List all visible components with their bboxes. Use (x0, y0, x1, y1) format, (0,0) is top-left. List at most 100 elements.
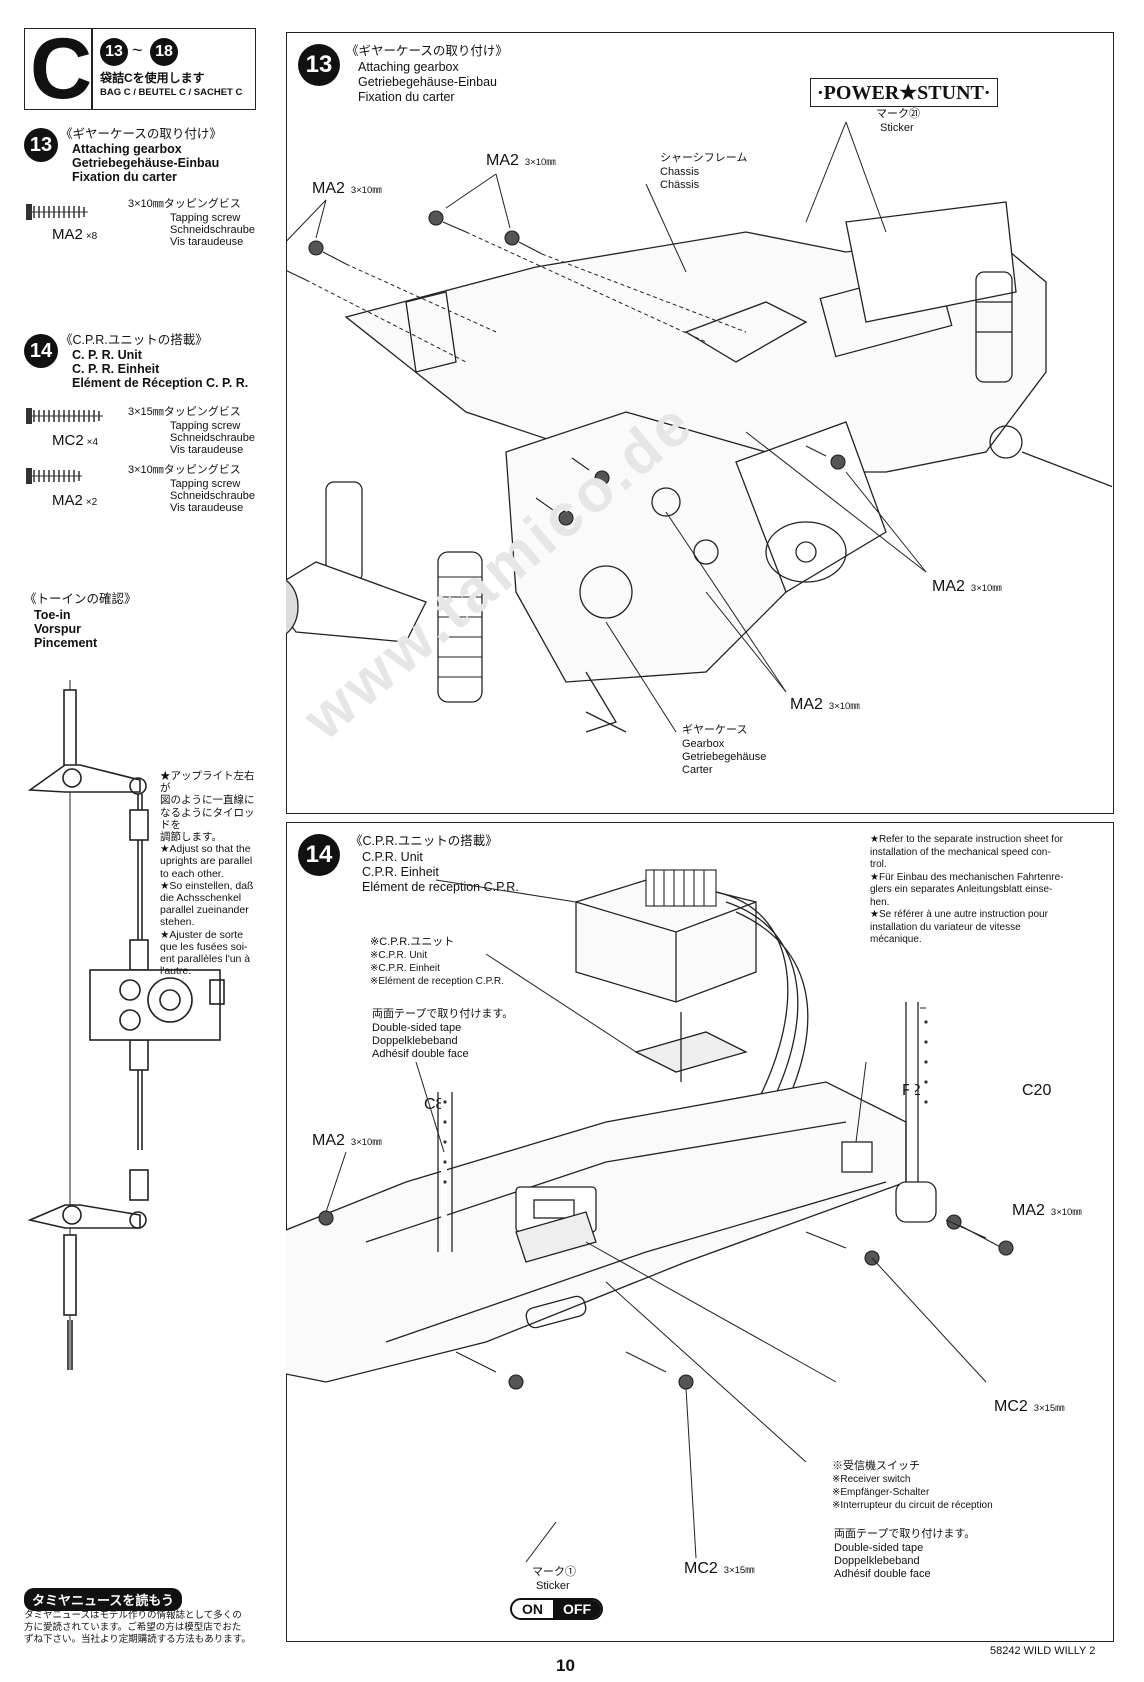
note-line: trol. (870, 859, 887, 870)
c8-label: C8 (424, 1096, 445, 1113)
step14-fr: Elément de Réception C. P. R. (72, 376, 249, 390)
ma2b-label: MA2×2 (52, 492, 98, 509)
sticker21-jp: マーク㉑ (876, 108, 920, 120)
ma2b-de: Schneidschraube (170, 490, 256, 502)
note-line: mécanique. (870, 934, 922, 945)
step13-badge: 13 (298, 44, 340, 86)
toein-note-line: que les fusées soi- (160, 940, 248, 953)
bag-jp: 袋詰Cを使用します (100, 71, 205, 85)
toein-notes: ★アップライト左右が 図のように一直線に なるようにタイロッドを 調節します。 … (160, 770, 260, 977)
note-line: ★Se référer à une autre instruction pour (870, 909, 1048, 920)
step14-badge-left: 14 (24, 334, 58, 368)
panel14-fr: Elément de reception C.P.R. (362, 880, 519, 894)
step-from-badge: 13 (100, 38, 128, 66)
news-title: タミヤニュースを読もう (24, 1588, 182, 1611)
gearbox-jp: ギヤーケース (682, 724, 748, 736)
toein-note-line: die Achsschenkel (160, 892, 242, 905)
ma2-en: Tapping screw (170, 212, 241, 224)
toein-en: Toe-in (34, 608, 71, 622)
section-letter: C (30, 21, 93, 117)
cpr-jp: ※C.P.R.ユニット (370, 936, 455, 948)
step13-badge-left: 13 (24, 128, 58, 162)
toein-diagram (27, 680, 225, 1370)
sticker21-en: Sticker (880, 122, 914, 134)
note-line: installation du variateur de vitesse (870, 921, 1021, 933)
mc2-label: MC2×4 (52, 432, 99, 449)
step13-de: Getriebegehäuse-Einbau (72, 156, 220, 170)
toein-note-line: なるようにタイロッドを (160, 806, 255, 831)
panel13-frame (286, 32, 1114, 814)
cpr-assembly-illustration (286, 869, 1014, 1563)
chassis-en: Chassis (660, 166, 700, 178)
note-line: glers ein separates Anleitungsblatt eins… (870, 884, 1053, 895)
gearbox-de: Getriebegehäuse (682, 751, 767, 763)
product-code: 58242 WILD WILLY 2 (990, 1645, 1096, 1657)
toein-note-line: ent parallèles l'un à (160, 953, 251, 966)
power-stunt-logo: ·POWER★STUNT· (810, 78, 998, 107)
tape2-jp: 両面テープで取り付けます。 (834, 1528, 976, 1540)
tape2-en: Double-sided tape (834, 1542, 924, 1554)
tape-jp: 両面テープで取り付けます。 (372, 1008, 514, 1020)
mc2-de: Schneidschraube (170, 432, 256, 444)
switch-en: ※Receiver switch (832, 1474, 911, 1485)
panel13-jp: 《ギヤーケースの取り付け》 (346, 44, 508, 58)
ma2b-en: Tapping screw (170, 478, 241, 490)
toein-note-line: l'autre. (160, 965, 192, 978)
toein-note-line: 図のように一直線に (160, 794, 255, 807)
note-line: ★Für Einbau des mechanischen Fahrtenre- (870, 871, 1064, 883)
step14-en: C. P. R. Unit (72, 348, 142, 362)
tape-de: Doppelklebeband (372, 1035, 458, 1047)
tape-en: Double-sided tape (372, 1022, 462, 1034)
ma2-size: 3×10㎜タッピングビス (128, 198, 241, 210)
bag-info-box (92, 28, 256, 110)
note-line: ★Refer to the separate instruction sheet… (870, 834, 1063, 845)
panel14-jp: 《C.P.R.ユニットの搭載》 (350, 834, 498, 848)
step14-de: C. P. R. Einheit (72, 362, 160, 376)
screw-ma2-icon (26, 202, 90, 222)
mc2-size: 3×15㎜タッピングビス (128, 406, 241, 418)
toein-note-line: parallel zueinander (160, 904, 249, 917)
toein-de: Vorspur (34, 622, 81, 636)
step13-fr: Fixation du carter (72, 170, 177, 184)
toein-note-line: ★アップライト左右が (160, 770, 255, 795)
gearbox-fr: Carter (682, 764, 713, 776)
step14-badge: 14 (298, 834, 340, 876)
news-line: タミヤニュースはモデル作りの情報誌として多くの (24, 1610, 242, 1621)
cpr-en: ※C.P.R. Unit (370, 950, 428, 961)
news-text: タミヤニュースはモデル作りの情報誌として多くの 方に愛読されています。ご希望の方… (24, 1610, 251, 1646)
note-line: installation of the mechanical speed con… (870, 846, 1051, 858)
sticker1-jp: マーク① (532, 1566, 576, 1578)
toein-note-line: ★Adjust so that the (160, 843, 251, 856)
gearbox-en: Gearbox (682, 738, 725, 750)
toein-fr: Pincement (34, 636, 98, 650)
tape2-fr: Adhésif double face (834, 1568, 931, 1580)
on-label: ON (522, 1601, 543, 1617)
note-line: hen. (870, 896, 890, 908)
mc2-fr: Vis taraudeuse (170, 444, 244, 456)
toein-note-line: 調節します。 (160, 831, 222, 844)
toein-note-line: stehen. (160, 916, 195, 929)
mc2-en: Tapping screw (170, 420, 241, 432)
screw-ma2b-icon (26, 466, 90, 486)
panel13-de: Getriebegehäuse-Einbau (358, 75, 497, 89)
c20-label: C20 (1022, 1082, 1052, 1099)
ma2b-fr: Vis taraudeuse (170, 502, 244, 514)
gearbox-assembly-illustration (286, 121, 1112, 733)
switch-de: ※Empfänger-Schalter (832, 1487, 930, 1498)
off-label: OFF (553, 1600, 601, 1618)
ma2-fr: Vis taraudeuse (170, 236, 244, 248)
cpr-fr: ※Elément de reception C.P.R. (370, 976, 504, 987)
toein-note-line: to each other. (160, 867, 224, 880)
tape-fr: Adhésif double face (372, 1048, 469, 1060)
bag-en: BAG C / BEUTEL C / SACHET C (100, 87, 243, 98)
toein-note-line: ★Ajuster de sorte (160, 928, 243, 941)
toein-jp: 《トーインの確認》 (24, 592, 137, 606)
